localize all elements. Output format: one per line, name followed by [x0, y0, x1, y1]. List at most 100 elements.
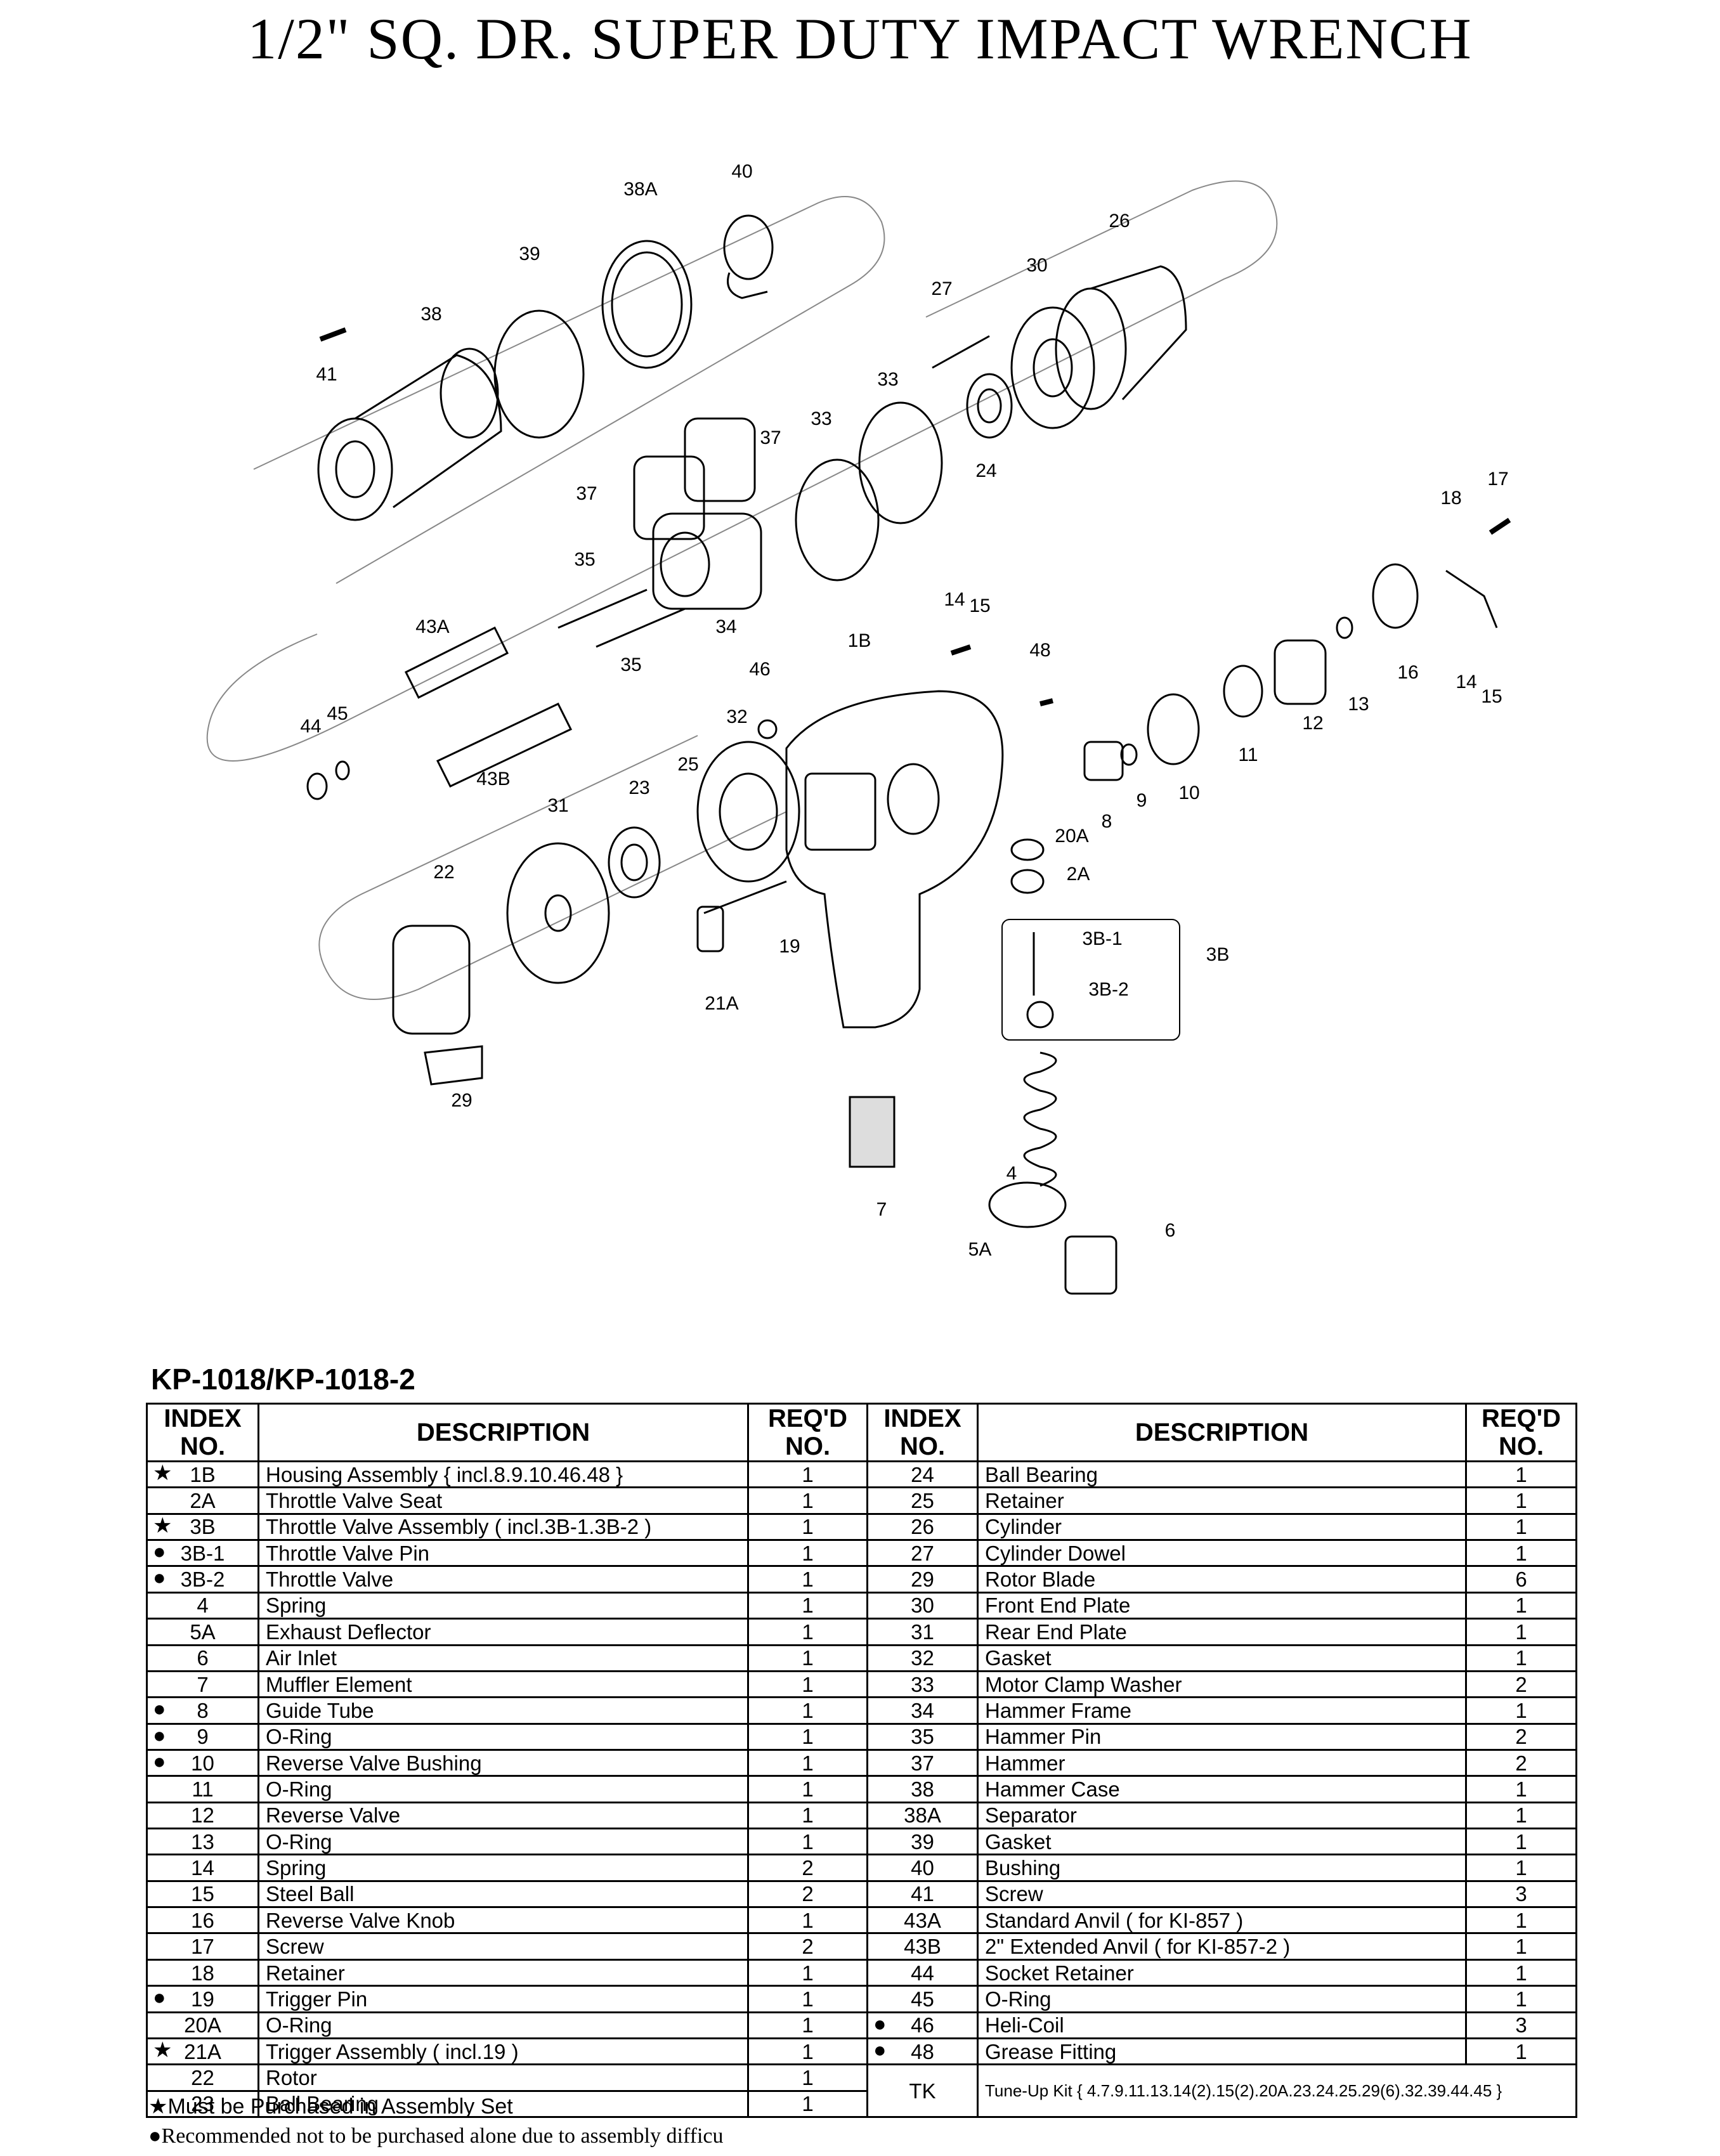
- description-cell: Heli-Coil: [977, 2011, 1467, 2039]
- quantity-cell: 1: [747, 2063, 868, 2092]
- description-cell: Spring: [257, 1591, 749, 1620]
- description-cell: Hammer Frame: [977, 1696, 1467, 1725]
- quantity-cell: 2: [1465, 1670, 1577, 1699]
- description-cell: Air Inlet: [257, 1644, 749, 1672]
- index-cell: 40: [866, 1854, 979, 1882]
- quantity-cell: 1: [747, 1801, 868, 1830]
- quantity-cell: 1: [1465, 1618, 1577, 1646]
- index-cell: 30: [866, 1591, 979, 1620]
- index-cell: 20A: [146, 2011, 259, 2039]
- quantity-cell: 1: [1465, 1958, 1577, 1987]
- description-cell: Front End Plate: [977, 1591, 1467, 1620]
- part-callout-label: 1B: [848, 630, 871, 651]
- quantity-cell: 1: [1465, 2037, 1577, 2066]
- part-callout-label: 13: [1348, 694, 1369, 715]
- part-callout-label: 40: [731, 161, 752, 182]
- part-callout-label: 48: [1029, 640, 1050, 661]
- description-cell: Housing Assembly { incl.8.9.10.46.48 }: [257, 1460, 749, 1489]
- description-cell: Bushing: [977, 1854, 1467, 1882]
- description-header: DESCRIPTION: [257, 1403, 749, 1462]
- description-cell: Ball Bearing: [257, 2089, 749, 2119]
- description-cell: Separator: [977, 1801, 1467, 1830]
- description-cell: Screw: [977, 1880, 1467, 1909]
- quantity-cell: 1: [1465, 1486, 1577, 1515]
- marker-symbol: ●: [153, 1985, 166, 2010]
- description-cell: Spring: [257, 1854, 749, 1882]
- part-callout-label: 34: [715, 616, 736, 637]
- part-callout-label: 5A: [968, 1239, 992, 1260]
- marker-symbol: ●: [153, 1750, 166, 1774]
- part-callout-label: 20A: [1055, 826, 1088, 847]
- description-cell: Throttle Valve Seat: [257, 1486, 749, 1515]
- part-callout-label: 35: [574, 549, 595, 570]
- part-callout-label: 23: [629, 777, 649, 798]
- description-cell: O-Ring: [257, 1828, 749, 1856]
- part-callout-label: 22: [433, 862, 454, 883]
- part-callout-label: 10: [1178, 783, 1199, 803]
- description-cell: O-Ring: [257, 2011, 749, 2039]
- part-callout-label: 24: [975, 460, 996, 481]
- index-cell: ●10: [146, 1748, 259, 1777]
- quantity-cell: 1: [1465, 1644, 1577, 1672]
- description-cell: Standard Anvil ( for KI-857 ): [977, 1906, 1467, 1935]
- quantity-cell: 1: [1465, 1932, 1577, 1961]
- description-cell: Cylinder: [977, 1512, 1467, 1542]
- tune-up-kit-description: Tune-Up Kit { 4.7.9.11.13.14(2).15(2).20…: [977, 2063, 1577, 2118]
- index-cell: 33: [866, 1670, 979, 1699]
- part-callout-label: 3B-2: [1088, 979, 1128, 1000]
- index-cell: 17: [146, 1932, 259, 1961]
- part-callout-label: 9: [1137, 790, 1147, 811]
- index-cell: 43B: [866, 1932, 979, 1961]
- marker-symbol: ●: [153, 1697, 166, 1722]
- description-cell: Gasket: [977, 1828, 1467, 1856]
- part-callout-label: 31: [547, 795, 568, 816]
- marker-symbol: ★: [153, 2038, 173, 2062]
- index-cell: 2A: [146, 1486, 259, 1515]
- part-callout-label: 37: [760, 427, 781, 448]
- index-cell: ●8: [146, 1696, 259, 1725]
- quantity-cell: 1: [747, 1460, 868, 1489]
- part-callout-label: 21A: [705, 993, 738, 1014]
- part-callout-label: 38: [420, 304, 441, 325]
- quantity-cell: 1: [1465, 1775, 1577, 1803]
- description-cell: Reverse Valve: [257, 1801, 749, 1830]
- quantity-cell: 1: [747, 1696, 868, 1725]
- index-cell: 32: [866, 1644, 979, 1672]
- index-cell: 35: [866, 1722, 979, 1751]
- description-cell: Hammer Case: [977, 1775, 1467, 1803]
- quantity-cell: 1: [747, 1512, 868, 1542]
- index-cell: 13: [146, 1828, 259, 1856]
- description-cell: Grease Fitting: [977, 2037, 1467, 2066]
- part-callout-label: 43A: [415, 616, 449, 637]
- index-cell: 22: [146, 2063, 259, 2092]
- quantity-cell: 3: [1465, 2011, 1577, 2039]
- quantity-cell: 1: [1465, 1591, 1577, 1620]
- description-cell: Reverse Valve Knob: [257, 1906, 749, 1935]
- quantity-cell: 1: [747, 2037, 868, 2066]
- index-cell: ●3B-2: [146, 1565, 259, 1594]
- index-cell: 6: [146, 1644, 259, 1672]
- part-callout-label: 6: [1165, 1220, 1176, 1241]
- index-cell: 25: [866, 1486, 979, 1515]
- description-cell: Retainer: [257, 1958, 749, 1987]
- part-callout-label: 30: [1026, 255, 1047, 276]
- description-cell: Muffler Element: [257, 1670, 749, 1699]
- index-cell: ●3B-1: [146, 1539, 259, 1568]
- index-cell: 31: [866, 1618, 979, 1646]
